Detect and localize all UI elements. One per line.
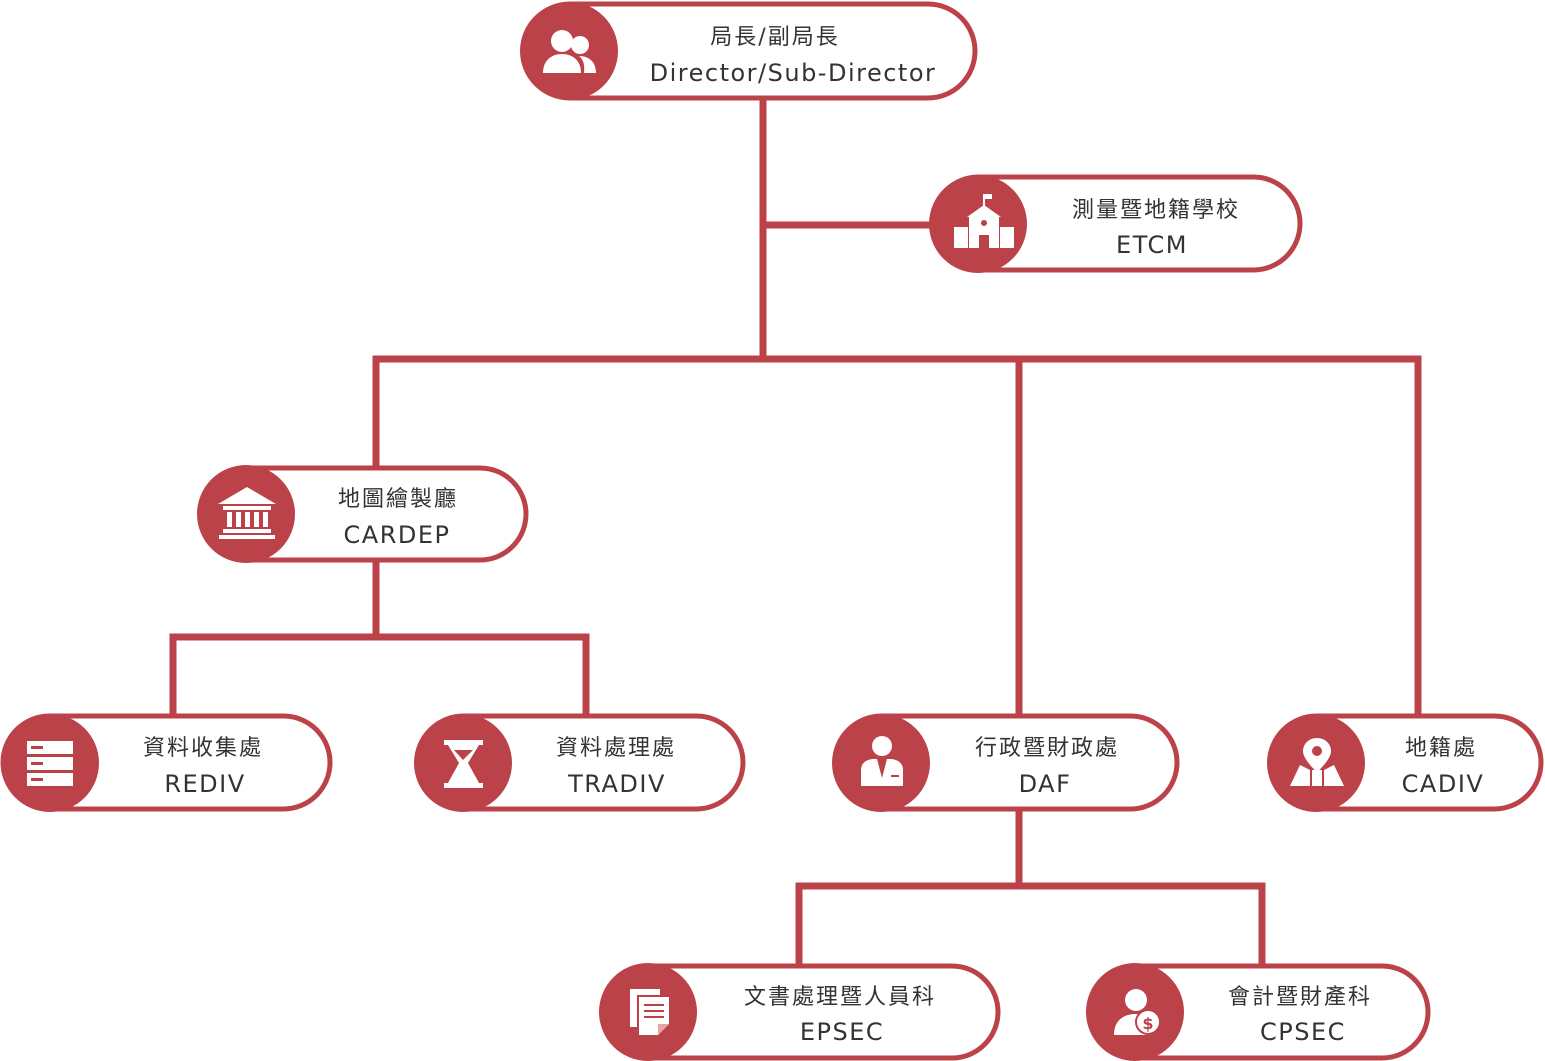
connector-main-bar <box>372 355 1422 718</box>
node-title: 地圖繪製廳 <box>338 487 458 512</box>
institution-icon <box>218 487 276 539</box>
connectors <box>169 98 1422 966</box>
map-pin-icon <box>1290 738 1344 786</box>
node-subtitle: EPSEC <box>800 1018 884 1046</box>
connector-cardep-bar <box>169 633 590 718</box>
node-subtitle: TRADIV <box>567 770 666 798</box>
dollar-icon: $ <box>1142 1014 1153 1033</box>
node-subtitle: CARDEP <box>344 521 451 549</box>
connector-daf-bar <box>795 882 1266 966</box>
node-epsec[interactable]: 文書處理暨人員科 EPSEC <box>599 963 1001 1061</box>
node-icon-circle <box>1086 963 1184 1061</box>
node-icon-circle <box>520 2 618 100</box>
node-title: 資料處理處 <box>556 736 676 761</box>
node-title: 資料收集處 <box>143 736 263 761</box>
school-icon <box>954 194 1014 248</box>
node-director[interactable]: 局長/副局長 Director/Sub-Director <box>520 1 978 101</box>
node-tradiv[interactable]: 資料處理處 TRADIV <box>414 713 746 812</box>
node-title: 局長/副局長 <box>710 25 839 50</box>
node-subtitle: REDIV <box>164 770 245 798</box>
node-rediv[interactable]: 資料收集處 REDIV <box>0 713 333 812</box>
node-daf[interactable]: 行政暨財政處 DAF <box>832 713 1180 812</box>
node-cadiv[interactable]: 地籍處 CADIV <box>1267 713 1544 812</box>
hourglass-icon <box>444 740 483 788</box>
node-subtitle: CADIV <box>1402 770 1485 798</box>
node-subtitle: Director/Sub-Director <box>650 59 937 87</box>
users-icon <box>543 30 596 73</box>
node-etcm[interactable]: 測量暨地籍學校 ETCM <box>929 174 1303 273</box>
node-subtitle: ETCM <box>1116 231 1188 259</box>
node-title: 會計暨財產科 <box>1228 985 1372 1010</box>
node-subtitle: DAF <box>1019 770 1072 798</box>
node-cardep[interactable]: 地圖繪製廳 CARDEP <box>197 465 529 563</box>
node-title: 行政暨財政處 <box>975 736 1119 761</box>
user-dollar-icon: $ <box>1114 989 1161 1035</box>
node-subtitle: CPSEC <box>1260 1018 1346 1046</box>
server-icon <box>27 741 73 786</box>
node-cpsec[interactable]: $ 會計暨財產科 CPSEC <box>1086 963 1431 1061</box>
node-title: 地籍處 <box>1405 736 1477 761</box>
node-title: 測量暨地籍學校 <box>1072 198 1240 223</box>
documents-icon <box>630 989 669 1035</box>
businessman-icon <box>861 736 903 786</box>
node-title: 文書處理暨人員科 <box>744 985 936 1010</box>
